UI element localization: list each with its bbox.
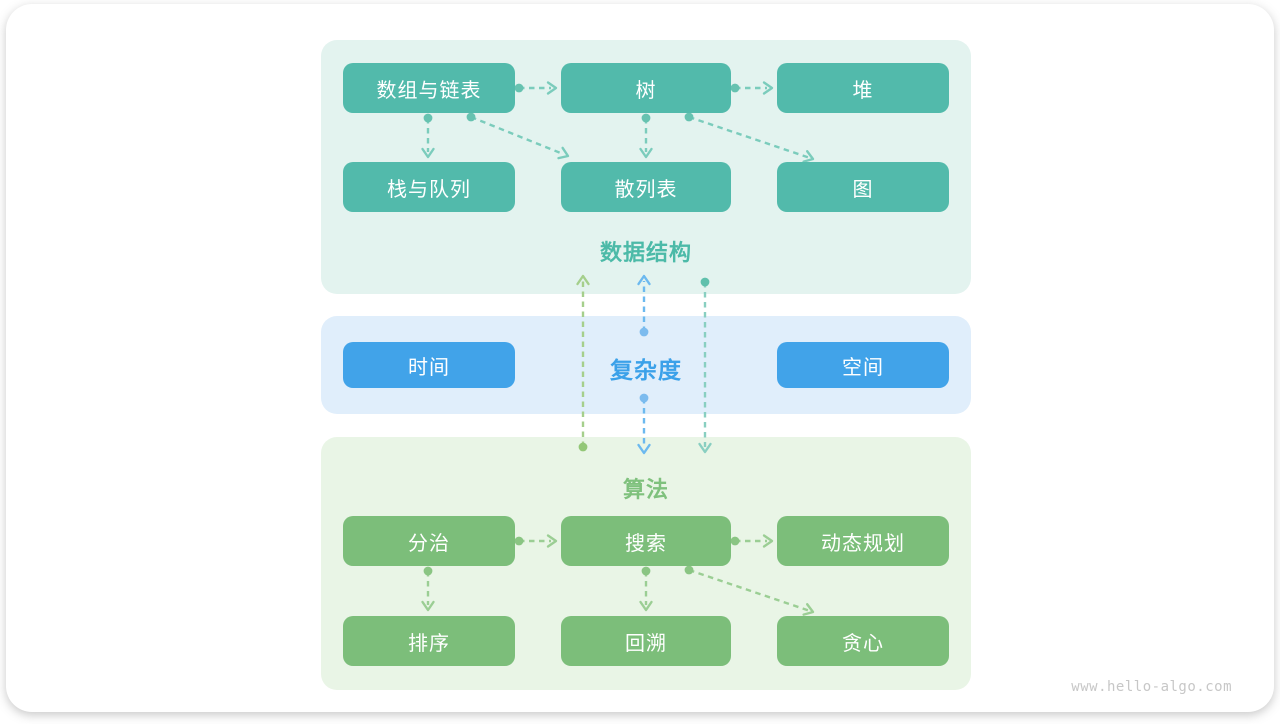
node-label: 散列表 [614,178,678,201]
node-backtracking: 回溯 [561,616,731,666]
node-label: 搜索 [625,532,667,555]
section-title-complexity: 复杂度 [610,357,682,383]
node-label: 空间 [842,356,884,379]
website-url: www.hello-algo.com [1071,679,1232,695]
node-arrays-linked-lists: 数组与链表 [343,63,515,113]
section-title-data-structures: 数据结构 [599,240,692,265]
node-divide-conquer: 分治 [343,516,515,566]
node-space: 空间 [777,342,949,388]
node-time: 时间 [343,342,515,388]
node-label: 分治 [408,532,450,555]
diagram-card: 数据结构 复杂度 算法 www.hello-algo.com 数组与链表 树 堆栈与… [6,4,1274,712]
node-label: 栈与队列 [387,178,471,201]
section-title-algorithms: 算法 [622,477,669,502]
node-greedy: 贪心 [777,616,949,666]
node-sorting: 排序 [343,616,515,666]
node-label: 数组与链表 [376,79,482,102]
node-tree: 树 [561,63,731,113]
node-heap: 堆 [777,63,949,113]
node-label: 树 [635,79,657,102]
node-hash-table: 散列表 [561,162,731,212]
node-label: 图 [852,178,874,201]
node-graph: 图 [777,162,949,212]
node-label: 回溯 [625,632,667,655]
node-search: 搜索 [561,516,731,566]
node-label: 堆 [852,79,874,102]
node-dynamic-programming: 动态规划 [777,516,949,566]
node-label: 动态规划 [821,532,905,555]
node-stack-queue: 栈与队列 [343,162,515,212]
node-label: 贪心 [842,632,884,655]
node-label: 时间 [408,356,450,379]
node-label: 排序 [408,632,450,655]
